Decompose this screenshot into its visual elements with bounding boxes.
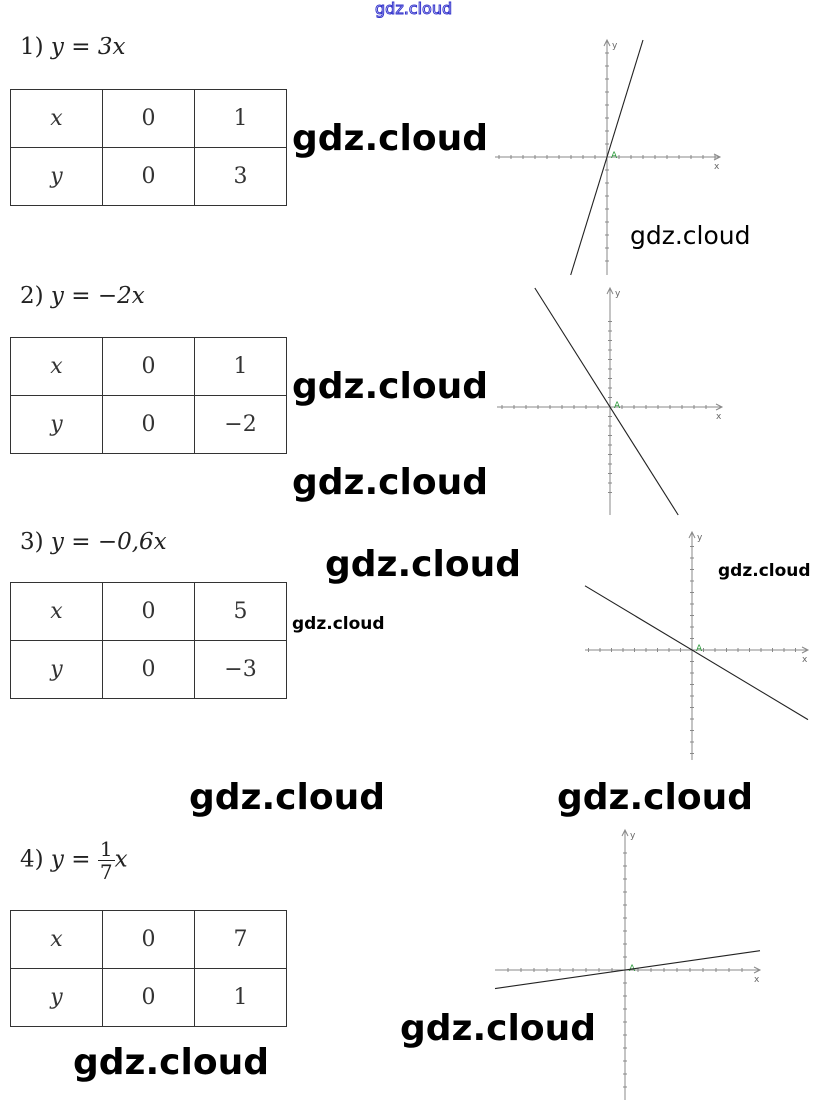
x-axis-label: x [802,655,808,665]
y-axis-label: y [630,831,636,841]
cell: 7 [194,910,287,969]
cell: 1 [194,337,287,396]
y-axis-label: y [615,289,621,299]
watermark-top: gdz.cloud [374,0,453,18]
watermark: gdz.cloud [292,118,488,159]
cell: 0 [102,395,195,454]
watermark: gdz.cloud [325,544,521,585]
y-arrow-icon [603,38,611,47]
x-header: x [10,582,103,641]
watermark: gdz.cloud [292,366,488,407]
watermark: gdz.cloud [189,777,385,818]
cell: 1 [194,968,287,1027]
point-label: A [614,401,621,411]
cell: 5 [194,582,287,641]
function-line [494,950,761,990]
y-header: y [10,968,103,1027]
x-arrow-icon [713,153,722,161]
watermark: gdz.cloud [557,777,753,818]
x-header: x [10,337,103,396]
problem-4-graph: xyA [494,828,762,1100]
point-label: A [696,644,703,654]
cell: 0 [102,147,195,206]
y-header: y [10,395,103,454]
watermark: gdz.cloud [292,462,488,503]
cell: 0 [102,582,195,641]
cell: 0 [102,89,195,148]
y-arrow-icon [606,286,614,295]
y-header: y [10,640,103,699]
watermark: gdz.cloud [292,614,385,634]
problem-1-graph: x yA [495,38,722,276]
x-axis-label: x [716,412,722,422]
x-arrow-icon [715,403,724,411]
function-line [534,287,679,516]
x-axis-label: x [754,975,760,985]
cell: 0 [102,968,195,1027]
problem-2-graph: x yA [497,286,724,516]
cell: −3 [194,640,287,699]
x-arrow-icon [753,966,762,974]
cell: 0 [102,337,195,396]
y-arrow-icon [621,828,629,837]
problem-3-title: 3) y = −0,6x [20,529,167,555]
cell: 1 [194,89,287,148]
function-line [570,39,644,276]
cell: 0 [102,910,195,969]
watermark: gdz.cloud [630,221,751,250]
function-line [584,585,809,721]
problem-1-title: 1) y = 3x [20,34,126,60]
watermark: gdz.cloud [400,1008,596,1049]
point-label: A [611,151,618,161]
y-axis-label: y [697,533,703,543]
problem-2-title: 2) y = −2x [20,283,145,309]
y-header: y [10,147,103,206]
x-axis-label: x [714,162,720,172]
cell: −2 [194,395,287,454]
watermark: gdz.cloud [718,561,811,581]
x-header: x [10,89,103,148]
x-arrow-icon [801,646,810,654]
cell: 0 [102,640,195,699]
y-arrow-icon [688,530,696,539]
y-axis-label: y [612,41,618,51]
problem-3-graph: x yA [584,530,810,760]
cell: 3 [194,147,287,206]
watermark: gdz.cloud [73,1042,269,1083]
x-header: x [10,910,103,969]
